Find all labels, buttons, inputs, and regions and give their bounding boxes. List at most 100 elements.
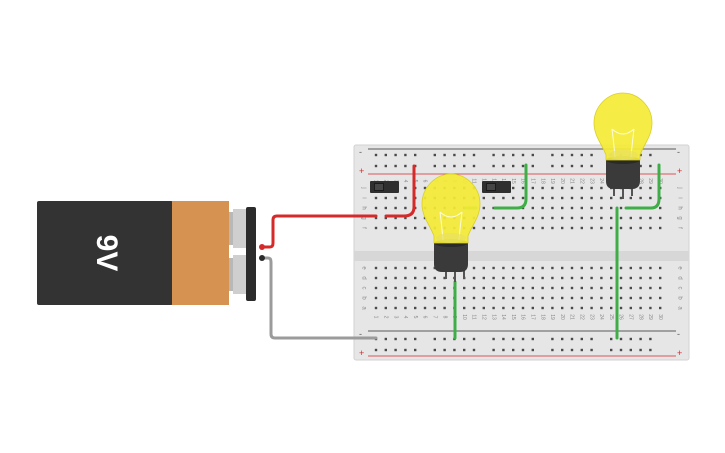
breadboard-hole[interactable] <box>404 296 407 300</box>
breadboard-hole[interactable] <box>551 216 554 220</box>
breadboard-hole[interactable] <box>590 296 593 300</box>
breadboard-hole[interactable] <box>619 348 623 352</box>
breadboard-hole[interactable] <box>394 206 397 210</box>
breadboard-hole[interactable] <box>649 286 652 290</box>
breadboard-hole[interactable] <box>639 153 642 157</box>
breadboard-hole[interactable] <box>610 276 613 280</box>
breadboard-hole[interactable] <box>570 153 574 157</box>
light-bulb-1[interactable] <box>421 173 481 282</box>
breadboard-hole[interactable] <box>521 196 525 200</box>
breadboard-hole[interactable] <box>404 266 407 270</box>
breadboard-hole[interactable] <box>590 216 593 220</box>
breadboard-hole[interactable] <box>639 266 642 270</box>
breadboard-hole[interactable] <box>570 296 574 300</box>
breadboard-hole[interactable] <box>492 226 495 230</box>
breadboard-hole[interactable] <box>463 348 466 352</box>
breadboard-hole[interactable] <box>521 226 525 230</box>
breadboard-hole[interactable] <box>502 296 505 300</box>
breadboard-hole[interactable] <box>580 164 583 168</box>
breadboard-hole[interactable] <box>404 348 407 352</box>
breadboard-hole[interactable] <box>414 266 417 270</box>
breadboard-hole[interactable] <box>551 226 554 230</box>
breadboard-hole[interactable] <box>541 226 544 230</box>
breadboard-hole[interactable] <box>472 276 476 280</box>
breadboard-hole[interactable] <box>433 276 436 280</box>
breadboard-hole[interactable] <box>561 164 564 168</box>
breadboard-hole[interactable] <box>433 348 436 352</box>
breadboard-hole[interactable] <box>551 348 554 352</box>
breadboard-hole[interactable] <box>580 226 583 230</box>
breadboard-hole[interactable] <box>414 337 417 341</box>
breadboard-hole[interactable] <box>374 206 378 210</box>
breadboard-hole[interactable] <box>384 348 387 352</box>
breadboard-hole[interactable] <box>521 306 525 310</box>
breadboard-hole[interactable] <box>561 276 564 280</box>
breadboard-hole[interactable] <box>414 153 417 157</box>
breadboard-hole[interactable] <box>492 196 495 200</box>
breadboard-hole[interactable] <box>610 296 613 300</box>
breadboard-hole[interactable] <box>551 196 554 200</box>
breadboard-hole[interactable] <box>512 276 515 280</box>
gray-wire-battery[interactable] <box>260 256 378 340</box>
breadboard-hole[interactable] <box>551 296 554 300</box>
breadboard-hole[interactable] <box>590 226 593 230</box>
breadboard-hole[interactable] <box>482 196 485 200</box>
breadboard-hole[interactable] <box>551 337 554 341</box>
breadboard-hole[interactable] <box>551 286 554 290</box>
breadboard-hole[interactable] <box>590 276 593 280</box>
breadboard-hole[interactable] <box>570 196 574 200</box>
breadboard-hole[interactable] <box>394 306 397 310</box>
breadboard-hole[interactable] <box>384 306 387 310</box>
breadboard-hole[interactable] <box>394 348 397 352</box>
breadboard-hole[interactable] <box>394 286 397 290</box>
breadboard-hole[interactable] <box>639 196 642 200</box>
breadboard-hole[interactable] <box>512 306 515 310</box>
breadboard-hole[interactable] <box>590 164 593 168</box>
breadboard-hole[interactable] <box>649 337 652 341</box>
breadboard-hole[interactable] <box>619 226 623 230</box>
breadboard-hole[interactable] <box>649 216 652 220</box>
breadboard-hole[interactable] <box>600 196 603 200</box>
breadboard-hole[interactable] <box>482 276 485 280</box>
breadboard-hole[interactable] <box>659 286 662 290</box>
breadboard-hole[interactable] <box>580 337 583 341</box>
breadboard-hole[interactable] <box>590 196 593 200</box>
breadboard-hole[interactable] <box>600 276 603 280</box>
breadboard-hole[interactable] <box>610 266 613 270</box>
breadboard-hole[interactable] <box>551 306 554 310</box>
breadboard-hole[interactable] <box>502 276 505 280</box>
breadboard-hole[interactable] <box>590 306 593 310</box>
breadboard-hole[interactable] <box>541 276 544 280</box>
breadboard-hole[interactable] <box>619 206 623 210</box>
breadboard-hole[interactable] <box>443 164 446 168</box>
breadboard-hole[interactable] <box>374 196 378 200</box>
breadboard-hole[interactable] <box>531 216 534 220</box>
breadboard-hole[interactable] <box>629 226 632 230</box>
breadboard-hole[interactable] <box>521 186 525 190</box>
breadboard-hole[interactable] <box>443 153 446 157</box>
breadboard-hole[interactable] <box>600 206 603 210</box>
breadboard-hole[interactable] <box>384 276 387 280</box>
breadboard-hole[interactable] <box>443 296 446 300</box>
breadboard-hole[interactable] <box>472 153 476 157</box>
breadboard-hole[interactable] <box>463 296 466 300</box>
breadboard-hole[interactable] <box>629 348 632 352</box>
breadboard-hole[interactable] <box>610 306 613 310</box>
breadboard-hole[interactable] <box>570 164 574 168</box>
breadboard-hole[interactable] <box>492 276 495 280</box>
breadboard-hole[interactable] <box>649 296 652 300</box>
breadboard-hole[interactable] <box>394 226 397 230</box>
breadboard-hole[interactable] <box>394 296 397 300</box>
breadboard-hole[interactable] <box>551 276 554 280</box>
breadboard-hole[interactable] <box>423 286 427 290</box>
breadboard-hole[interactable] <box>551 206 554 210</box>
breadboard-hole[interactable] <box>374 306 378 310</box>
breadboard-hole[interactable] <box>502 306 505 310</box>
breadboard-hole[interactable] <box>512 196 515 200</box>
breadboard-hole[interactable] <box>580 306 583 310</box>
breadboard-hole[interactable] <box>600 306 603 310</box>
breadboard-hole[interactable] <box>659 306 662 310</box>
breadboard-hole[interactable] <box>521 266 525 270</box>
breadboard-hole[interactable] <box>453 153 456 157</box>
slide-switch-2[interactable] <box>482 181 511 193</box>
